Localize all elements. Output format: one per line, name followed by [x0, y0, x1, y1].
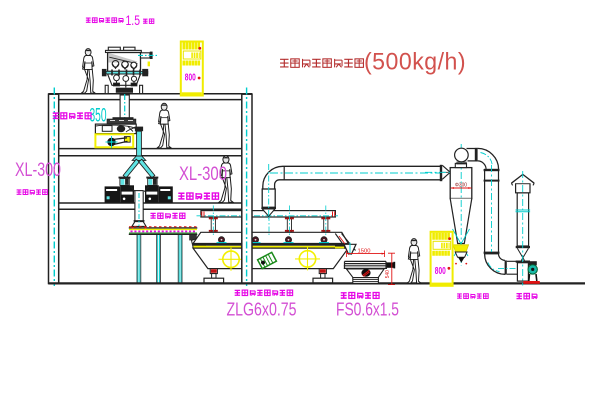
svg-text:FS0.6x1.5: FS0.6x1.5 [336, 299, 399, 319]
svg-text:800: 800 [435, 266, 446, 277]
svg-text:540: 540 [385, 270, 391, 278]
svg-text:1.5: 1.5 [126, 13, 141, 28]
svg-text:XL-300: XL-300 [15, 160, 61, 181]
svg-text:800: 800 [185, 73, 196, 84]
svg-text:350: 350 [90, 106, 107, 127]
svg-text:1500: 1500 [358, 249, 371, 255]
svg-text:ZLG6x0.75: ZLG6x0.75 [227, 299, 297, 319]
svg-text:(500kg/h): (500kg/h) [364, 49, 466, 76]
svg-text:Φ300: Φ300 [455, 183, 467, 189]
svg-text:XL-300: XL-300 [179, 164, 227, 185]
